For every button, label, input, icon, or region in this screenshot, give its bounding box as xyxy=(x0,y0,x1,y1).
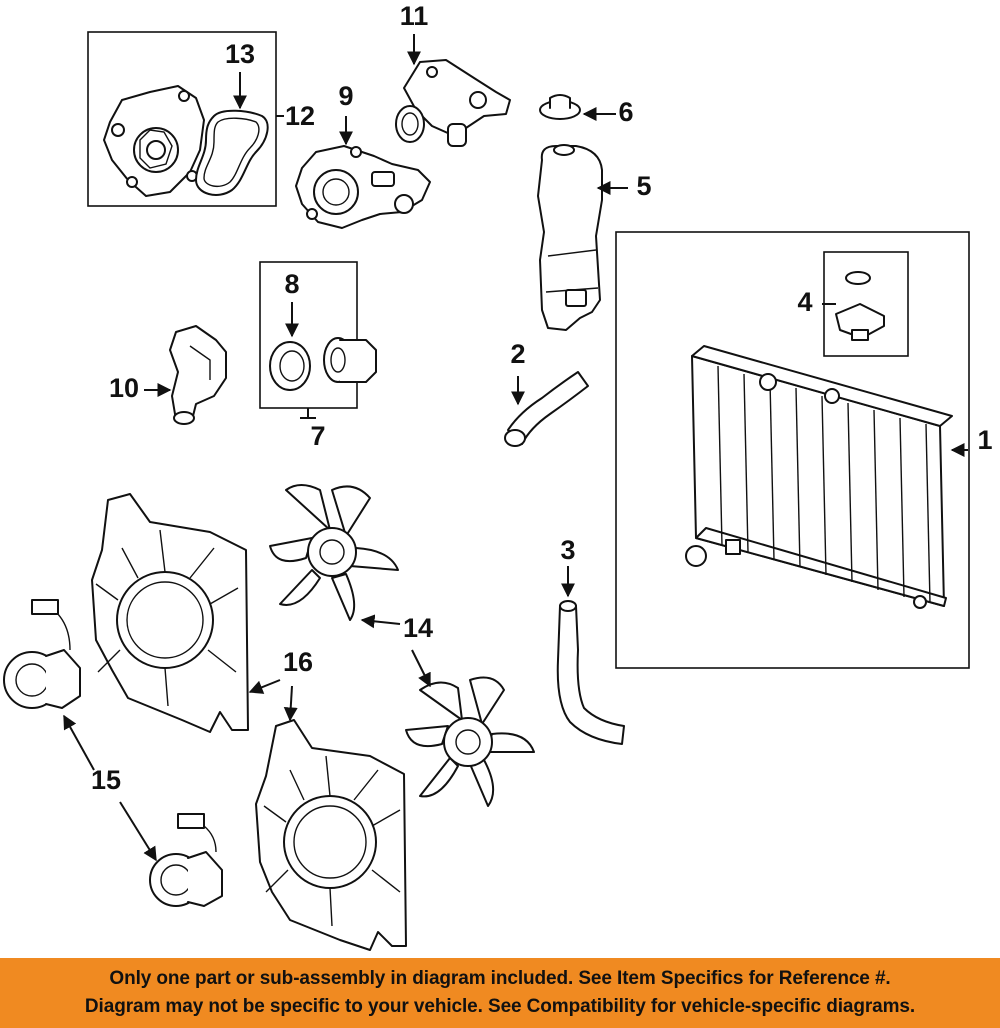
callout-4: 4 xyxy=(797,287,812,317)
disclaimer-line-2: Diagram may not be specific to your vehi… xyxy=(84,996,916,1017)
callout-10: 10 xyxy=(109,373,139,403)
upper-radiator-hose xyxy=(507,371,589,445)
callout-16: 16 xyxy=(283,647,313,677)
radiator-box xyxy=(615,231,970,669)
reservoir-cap xyxy=(539,94,581,120)
cooling-fan-lower xyxy=(405,676,535,807)
fan-shroud-upper xyxy=(91,493,249,733)
water-inlet xyxy=(169,325,227,425)
callout-13: 13 xyxy=(225,39,255,69)
cooling-system-exploded-diagram: 1 2 3 4 5 6 7 8 9 10 11 12 13 14 15 16 xyxy=(3,1,993,951)
coolant-reservoir xyxy=(537,144,603,331)
callout-3: 3 xyxy=(560,535,575,565)
fan-motor-lower xyxy=(149,813,223,907)
callout-14: 14 xyxy=(403,613,433,643)
cooling-fan-upper xyxy=(269,484,399,621)
callout-7: 7 xyxy=(310,421,325,451)
callout-6: 6 xyxy=(618,97,633,127)
callout-1: 1 xyxy=(977,425,992,455)
water-pump-assembly-box xyxy=(87,31,277,207)
radiator-cap xyxy=(835,303,885,341)
callout-labels: 1 2 3 4 5 6 7 8 9 10 11 12 13 14 15 16 xyxy=(91,1,993,795)
callout-11: 11 xyxy=(400,1,429,31)
radiator xyxy=(685,345,953,609)
thermostat-box xyxy=(259,261,377,419)
fan-shroud-lower xyxy=(255,719,407,951)
radiator-cap-seal xyxy=(845,271,871,285)
water-pump xyxy=(103,85,205,197)
callout-5: 5 xyxy=(636,171,651,201)
thermostat-housing xyxy=(295,145,431,229)
thermostat xyxy=(323,337,377,383)
fan-motor-upper xyxy=(3,599,81,709)
water-outlet xyxy=(395,59,511,147)
thermostat-gasket xyxy=(269,341,311,391)
callout-2: 2 xyxy=(510,339,525,369)
lower-radiator-hose xyxy=(556,605,625,745)
callout-9: 9 xyxy=(338,81,353,111)
callout-8: 8 xyxy=(284,269,299,299)
disclaimer-banner: Only one part or sub-assembly in diagram… xyxy=(0,958,1000,1028)
disclaimer-line-1: Only one part or sub-assembly in diagram… xyxy=(109,968,891,989)
callout-15: 15 xyxy=(91,765,121,795)
leader-lines xyxy=(63,34,968,862)
callout-12: 12 xyxy=(285,101,315,131)
